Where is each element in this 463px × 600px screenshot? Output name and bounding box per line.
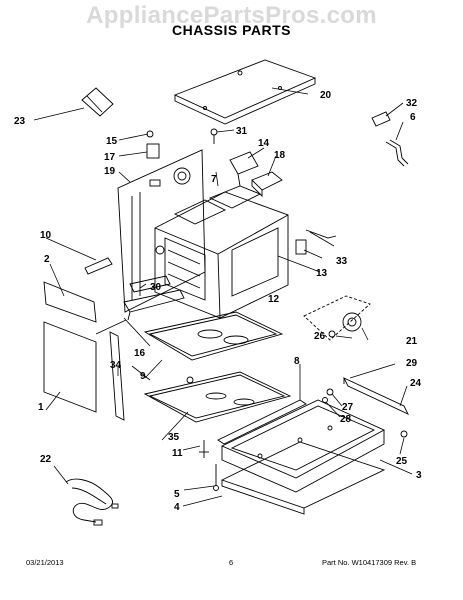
callout-15: 15 — [106, 136, 118, 147]
callout-2: 2 — [44, 254, 50, 265]
callout-22: 22 — [40, 454, 52, 465]
footer-part-number: Part No. W10417309 Rev. B — [322, 558, 417, 567]
callout-7: 7 — [211, 174, 217, 185]
callout-21: 21 — [406, 336, 418, 347]
part-tray-9 — [143, 311, 284, 361]
callout-33: 33 — [336, 256, 348, 267]
part-box-18 — [251, 171, 283, 198]
callout-3: 3 — [416, 470, 422, 481]
part-rail-34 — [109, 331, 125, 421]
part-leg-5 — [213, 464, 219, 491]
callout-34: 34 — [110, 360, 122, 371]
part-door-panel — [43, 321, 97, 413]
part-block-17 — [146, 143, 160, 159]
part-clip-32 — [371, 111, 391, 127]
part-trim-2 — [43, 281, 97, 323]
part-drawer — [220, 399, 386, 493]
part-bracket-30 — [129, 275, 171, 293]
callout-20: 20 — [320, 90, 332, 101]
part-bracket-6 — [385, 139, 409, 167]
part-burner-21 — [303, 295, 371, 341]
callout-19: 19 — [104, 166, 116, 177]
leader-lines — [33, 87, 413, 507]
callout-4: 4 — [174, 502, 180, 513]
part-oven-cavity — [154, 185, 289, 319]
part-rail-24 — [343, 377, 409, 415]
part-tray-35 — [143, 371, 292, 423]
part-nut-27 — [326, 388, 334, 396]
part-bracket-23 — [81, 87, 114, 117]
callout-8: 8 — [294, 356, 300, 367]
callout-31: 31 — [236, 126, 248, 137]
part-screw-25 — [400, 430, 408, 438]
callout-18: 18 — [274, 150, 286, 161]
part-block-13 — [295, 239, 307, 255]
part-rail-8 — [217, 399, 307, 445]
part-drawer-panel — [220, 441, 386, 515]
callout-29: 29 — [406, 358, 418, 369]
callout-9: 9 — [140, 371, 146, 382]
part-switch-14 — [229, 151, 259, 187]
part-screw-31 — [210, 128, 218, 144]
callout-1: 1 — [38, 402, 44, 413]
part-leveler-11 — [199, 440, 209, 458]
callout-14: 14 — [258, 138, 270, 149]
page-title: CHASSIS PARTS — [171, 22, 292, 38]
callout-11: 11 — [172, 448, 183, 459]
callout-5: 5 — [174, 489, 180, 500]
callout-28: 28 — [340, 414, 352, 425]
callout-27: 27 — [342, 402, 354, 413]
callout-17: 17 — [104, 152, 116, 163]
footer-page-number: 6 — [229, 558, 234, 567]
part-top-panel — [173, 59, 317, 125]
part-nut-28 — [322, 397, 328, 403]
callout-12: 12 — [268, 294, 280, 305]
callout-16: 16 — [134, 348, 146, 359]
callout-10: 10 — [40, 230, 52, 241]
callout-25: 25 — [396, 456, 408, 467]
watermark: AppliancePartsPros.com — [86, 2, 377, 29]
callout-26: 26 — [314, 331, 326, 342]
callout-35: 35 — [168, 432, 180, 443]
part-wire-33 — [305, 229, 337, 239]
part-bracket-16 — [123, 289, 185, 321]
footer-date: 03/21/2013 — [26, 558, 64, 567]
callout-23: 23 — [14, 116, 26, 127]
callout-13: 13 — [316, 268, 328, 279]
part-trim-10 — [84, 257, 113, 275]
callout-6: 6 — [410, 112, 416, 123]
part-wire-harness — [65, 478, 119, 526]
callout-24: 24 — [410, 378, 422, 389]
callout-30: 30 — [150, 282, 162, 293]
callout-32: 32 — [406, 98, 418, 109]
